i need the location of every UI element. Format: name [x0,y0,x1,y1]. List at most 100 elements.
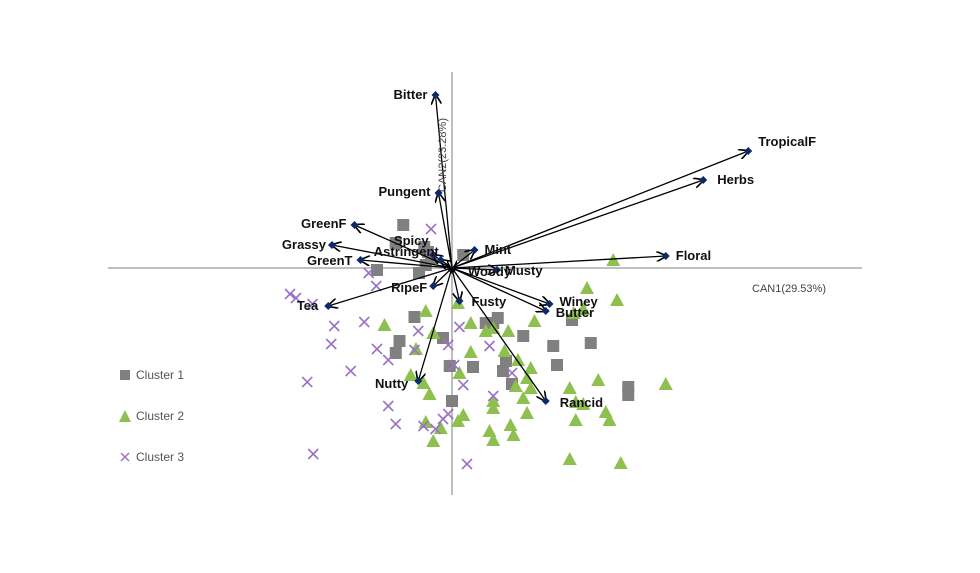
data-point-cluster-3 [371,343,383,355]
vector-label-musty: Musty [505,263,543,278]
legend-item-cluster-3: Cluster 3 [118,448,184,466]
vector-herbs [451,180,703,269]
data-point-cluster-2 [511,353,525,366]
vector-label-spicy: Spicy [394,233,429,248]
data-point-cluster-2 [523,381,538,394]
vector-label-rancid: Rancid [560,395,603,410]
data-point-cluster-2 [463,345,478,358]
data-point-cluster-2 [418,415,433,428]
vector-label-greenf: GreenF [301,216,347,231]
data-point-cluster-1 [547,340,560,352]
data-point-cluster-2 [426,434,441,447]
data-point-cluster-2 [591,373,606,386]
data-point-cluster-2 [658,377,673,390]
vector-pungent [439,193,453,269]
data-point-cluster-2 [506,428,521,441]
data-point-cluster-2 [562,452,577,465]
data-point-cluster-1 [551,359,563,371]
legend-square-icon [120,370,130,380]
data-point-cluster-1 [497,365,509,377]
data-point-cluster-2 [576,302,591,315]
vector-label-grassy: Grassy [282,237,327,252]
data-point-cluster-1 [622,389,635,401]
data-point-cluster-3 [370,280,382,292]
vector-marker-ripef [429,282,438,290]
vector-marker-grassy [328,241,336,249]
data-point-cluster-2 [580,281,594,294]
vector-marker-spicy [429,251,438,259]
vector-label-pungent: Pungent [379,184,432,199]
legend-triangle-icon [119,410,131,422]
data-point-cluster-3 [358,316,370,328]
data-point-cluster-3 [425,223,437,235]
data-point-cluster-3 [328,320,340,332]
data-point-cluster-3 [506,367,518,379]
data-point-cluster-2 [456,408,471,421]
data-point-cluster-2 [566,306,581,319]
data-point-cluster-3 [448,359,460,371]
data-point-cluster-1 [413,267,425,279]
vector-label-tea: Tea [297,298,319,313]
vector-ripef [433,267,453,286]
vector-marker-greenf [350,221,359,229]
data-point-cluster-3 [382,354,394,366]
vector-label-ripef: RipeF [391,280,427,295]
vector-label-floral: Floral [676,248,711,263]
data-point-cluster-2 [576,397,591,410]
vector-bitter [436,95,453,269]
vector-marker-astringent [436,256,445,264]
data-point-cluster-3 [457,379,469,391]
vector-marker-tea [324,302,333,310]
y-axis-label: CAN2(23.28%) [437,118,449,192]
data-point-cluster-2 [422,387,437,400]
data-point-cluster-3 [461,458,473,470]
vector-label-woody: Woody [468,264,512,279]
data-point-cluster-3 [453,321,466,333]
vector-butter [451,267,546,311]
data-point-cluster-2 [501,324,516,337]
x-axis-label: CAN1(29.53%) [752,283,826,295]
data-point-cluster-3 [442,339,454,351]
data-point-cluster-3 [284,288,296,300]
vector-marker-greent [356,256,365,264]
legend-item-cluster-1: Cluster 1 [118,366,184,384]
vector-marker-herbs [699,176,708,184]
vector-musty [451,268,497,270]
legend-label-cluster-3: Cluster 3 [136,450,185,464]
data-point-cluster-1 [446,395,458,407]
vector-label-mint: Mint [485,242,512,257]
data-point-cluster-1 [371,264,383,276]
data-point-cluster-3 [417,420,430,432]
data-point-cluster-3 [325,338,337,350]
data-point-cluster-3 [307,448,319,460]
data-point-cluster-1 [437,332,449,344]
data-point-cluster-3 [363,267,375,279]
data-point-cluster-2 [377,318,392,331]
data-point-cluster-2 [613,456,628,469]
data-point-cluster-2 [568,413,583,426]
vector-marker-winey [545,300,554,308]
vector-label-astringent: Astringent [374,244,440,259]
vector-label-bitter: Bitter [394,87,428,102]
data-point-cluster-3 [306,298,319,310]
vector-label-herbs: Herbs [717,172,754,187]
data-point-cluster-1 [517,330,530,342]
data-point-cluster-3 [390,418,402,430]
legend-label-cluster-1: Cluster 1 [136,368,185,382]
legend-label-cluster-2: Cluster 2 [136,409,185,423]
vector-marker-mint [470,246,479,254]
vector-marker-tropicalf [744,147,753,155]
vector-marker-fusty [455,297,464,305]
data-point-cluster-2 [503,418,518,431]
legend-item-cluster-2: Cluster 2 [118,407,184,425]
data-point-cluster-2 [508,379,523,392]
vector-label-fusty: Fusty [472,294,507,309]
vector-label-tropicalf: TropicalF [758,134,816,149]
data-point-cluster-3 [290,292,302,304]
vector-greent [361,260,453,269]
vector-marker-floral [661,252,670,260]
data-point-cluster-3 [487,390,499,402]
data-point-cluster-2 [520,371,534,384]
vector-fusty [451,267,460,301]
